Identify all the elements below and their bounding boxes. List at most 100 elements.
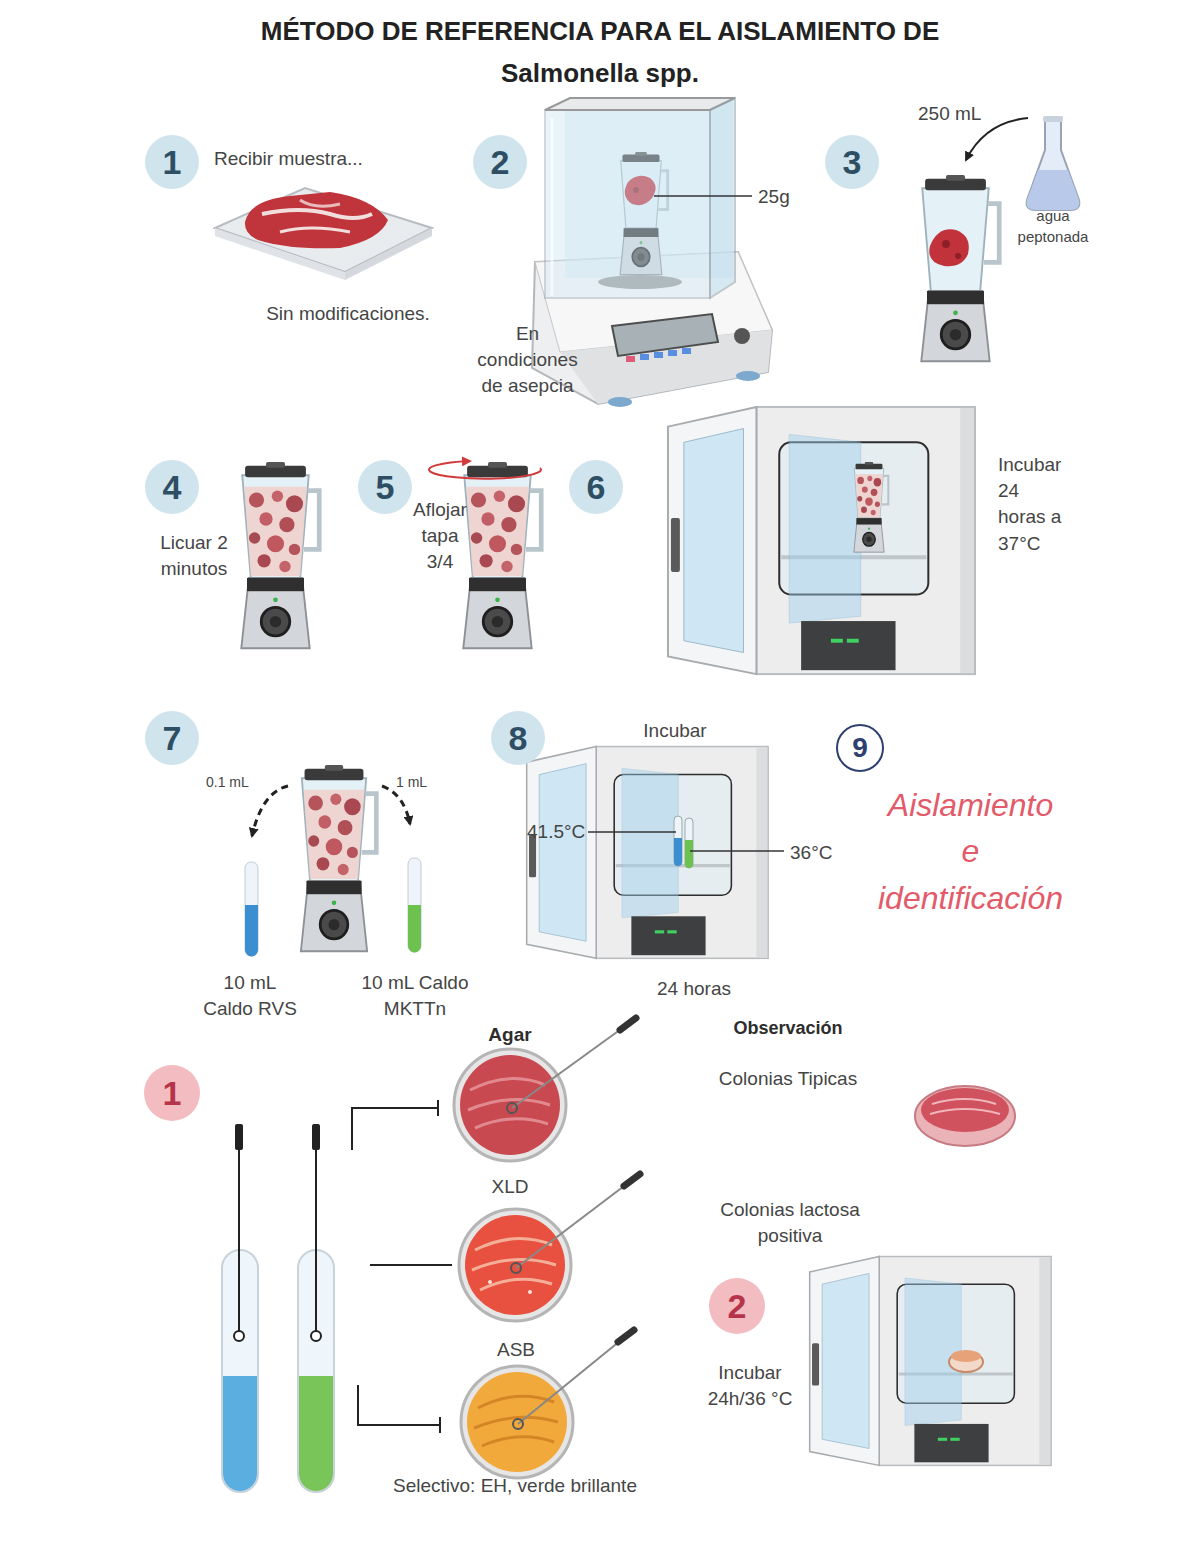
broth-transfer-part — [301, 765, 376, 951]
plate-brackets-part — [437, 1100, 439, 1116]
step-number: 9 — [852, 732, 868, 764]
broth-transfer-part — [408, 858, 421, 952]
enrichment-tubes-part — [234, 1331, 244, 1341]
incubator-step-8-part — [685, 840, 693, 868]
broth-transfer-part — [382, 786, 410, 824]
annotation-label: Recibir muestra... — [214, 146, 434, 172]
incubator-step-8-part — [674, 838, 682, 866]
analytical-balance-part — [668, 350, 677, 356]
broth-transfer-part — [304, 790, 365, 879]
blender-with-meat-part — [942, 240, 950, 248]
plate-brackets — [352, 1100, 452, 1433]
agar-plate-part — [507, 1103, 517, 1113]
incubator-step-8-part — [690, 850, 784, 852]
incubator-final-part — [810, 1257, 1051, 1466]
step-number-circle: 1 — [144, 1065, 200, 1121]
xld-plate-part — [459, 1209, 571, 1321]
asb-plate-part — [461, 1366, 573, 1478]
asb-plate-part — [513, 1419, 523, 1429]
enrichment-tubes-part — [235, 1124, 243, 1150]
step-number-circle: 6 — [569, 460, 623, 514]
peptone-water-flask-part — [966, 118, 1028, 160]
blender-blending — [241, 462, 319, 648]
meat-tray-part — [280, 228, 350, 232]
enrichment-tubes-part — [315, 1145, 317, 1331]
xld-plate-part — [516, 1180, 632, 1268]
xld-plate-part — [465, 1215, 565, 1315]
analytical-balance-part — [545, 110, 710, 298]
annotation-label: Incubar 24h/36 °C — [695, 1360, 805, 1412]
broth-transfer-part — [245, 905, 258, 957]
meat-tray — [215, 188, 432, 280]
enrichment-tubes — [222, 1124, 334, 1492]
blender-blending-part — [244, 487, 307, 576]
blender-with-meat-part — [929, 229, 969, 266]
incubator-step-6-part — [668, 407, 975, 674]
annotation-label: 10 mL Caldo MKTTn — [350, 970, 480, 1022]
agar-plate-part — [454, 1049, 566, 1161]
step-number-circle: 8 — [491, 711, 545, 765]
section-heading: Aislamiento e identificación — [868, 782, 1073, 921]
analytical-balance-part — [654, 195, 752, 197]
annotation-label: Incubar — [625, 718, 725, 744]
step-number-circle: 3 — [825, 135, 879, 189]
incubator-step-8 — [527, 747, 784, 959]
annotation-label: Licuar 2 minutos — [150, 530, 238, 582]
typical-colonies-dish-part — [930, 1099, 1000, 1114]
annotation-label: En condiciones de asepcia — [470, 321, 585, 400]
meat-tray-part — [262, 210, 372, 218]
agar-plate-part — [460, 1055, 560, 1155]
step-number: 2 — [491, 143, 510, 182]
analytical-balance-part — [626, 356, 635, 362]
meat-tray-part — [215, 188, 432, 272]
analytical-balance-part — [736, 371, 760, 381]
step-number-circle: 1 — [145, 135, 199, 189]
annotation-label: Colonias Tipicas — [690, 1066, 886, 1092]
enrichment-tubes-part — [238, 1145, 240, 1331]
annotation-label: Colonias lactosa positiva — [700, 1197, 880, 1249]
agar-plate-part — [620, 1018, 636, 1030]
step-number: 3 — [843, 143, 862, 182]
incubator-step-6-part — [854, 462, 888, 552]
asb-plate-part — [618, 1330, 634, 1342]
plate-brackets-part — [439, 1417, 441, 1433]
typical-colonies-dish — [915, 1086, 1015, 1146]
analytical-balance-part — [734, 328, 750, 344]
asb-plate — [461, 1330, 634, 1478]
annotation-label: ASB — [470, 1337, 562, 1363]
peptone-water-flask-part — [1027, 170, 1080, 210]
broth-transfer-part — [252, 786, 288, 836]
annotation-label: agua peptonada — [1012, 206, 1094, 247]
blender-loosened-lid-part — [466, 487, 529, 576]
peptone-water-flask — [966, 116, 1079, 210]
analytical-balance-part — [682, 348, 691, 354]
blender-with-meat-part — [921, 175, 999, 361]
broth-transfer-part — [245, 862, 258, 956]
incubator-step-6-part — [855, 474, 883, 517]
step-number-circle: 9 — [836, 724, 884, 772]
incubator-step-8-part — [588, 831, 676, 833]
analytical-balance-part — [640, 354, 649, 360]
analytical-balance-part — [612, 314, 718, 356]
analytical-balance-part — [545, 98, 735, 110]
annotation-label: Aflojar tapa 3/4 — [408, 497, 472, 576]
typical-colonies-dish-part — [921, 1088, 1009, 1132]
plate-brackets-part — [352, 1108, 438, 1150]
plate-brackets-part — [370, 1264, 452, 1266]
broth-transfer — [245, 765, 421, 957]
blender-loosened-lid-part — [429, 461, 541, 479]
step-number: 5 — [376, 468, 395, 507]
analytical-balance-part — [710, 98, 735, 298]
step-number-circle: 7 — [145, 711, 199, 765]
xld-plate — [459, 1174, 640, 1321]
step-number: 2 — [728, 1287, 747, 1326]
incubator-step-8-part — [685, 818, 693, 868]
step-number-circle: 4 — [145, 460, 199, 514]
annotation-label: 1 mL — [396, 773, 446, 792]
agar-plate-part — [468, 1079, 550, 1128]
annotation-label: 24 horas — [634, 976, 754, 1002]
xld-plate-part — [528, 1290, 532, 1294]
asb-plate-part — [474, 1396, 558, 1446]
blender-blending-part — [241, 462, 319, 648]
